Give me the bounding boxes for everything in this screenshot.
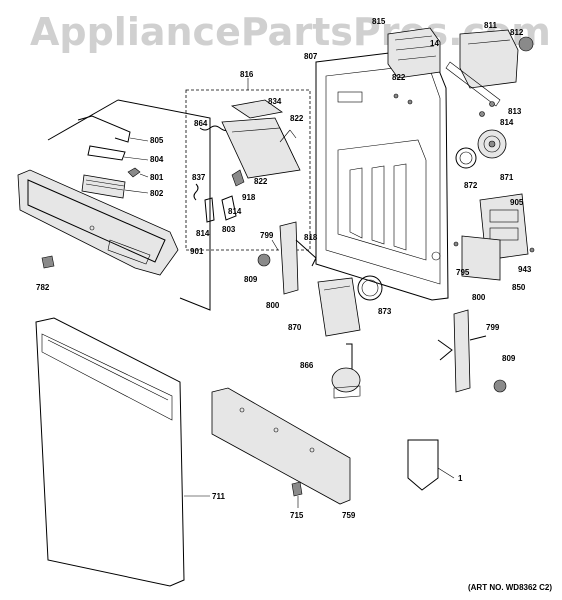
part-943-screw bbox=[529, 247, 535, 253]
outer-door-group bbox=[35, 317, 210, 587]
hinge-right-group bbox=[437, 309, 507, 393]
part-711-outer-door bbox=[35, 317, 185, 587]
callout-803: 803 bbox=[222, 225, 236, 234]
part-800-hinge-left bbox=[279, 221, 299, 295]
callout-805: 805 bbox=[150, 136, 164, 145]
callout-815: 815 bbox=[372, 17, 386, 26]
callout-905: 905 bbox=[510, 198, 524, 207]
part-812-knob bbox=[518, 36, 534, 52]
callout-814-b: 814 bbox=[196, 229, 210, 238]
part-795-screw bbox=[453, 241, 459, 247]
control-panel-group bbox=[17, 99, 211, 311]
part-809-bolt-left bbox=[257, 253, 271, 267]
part-814-actuator bbox=[204, 197, 215, 223]
callout-1: 1 bbox=[458, 474, 463, 483]
callout-800-b: 800 bbox=[472, 293, 486, 302]
part-814-screw bbox=[479, 111, 485, 117]
art-number: (ART NO. WD8362 C2) bbox=[467, 583, 552, 592]
callout-871: 871 bbox=[500, 173, 514, 182]
callout-818: 818 bbox=[304, 233, 318, 242]
part-837-spring bbox=[193, 183, 199, 201]
part-805-bracket bbox=[77, 115, 131, 143]
callout-850: 850 bbox=[512, 283, 526, 292]
callout-918: 918 bbox=[242, 193, 256, 202]
callout-14: 14 bbox=[430, 39, 439, 48]
part-803-lever bbox=[221, 195, 237, 221]
callout-759: 759 bbox=[342, 511, 356, 520]
callout-901: 901 bbox=[190, 247, 204, 256]
part-834-cover bbox=[230, 99, 284, 119]
part-918-switch bbox=[231, 169, 245, 187]
panel-bracket-outline bbox=[117, 99, 211, 311]
callout-816: 816 bbox=[240, 70, 254, 79]
part-807-inner-door bbox=[315, 47, 449, 301]
part-866-stem bbox=[346, 343, 353, 372]
callout-809-a: 809 bbox=[244, 275, 258, 284]
callout-801: 801 bbox=[150, 173, 164, 182]
callout-872: 872 bbox=[464, 181, 478, 190]
toe-panel-group bbox=[211, 387, 351, 508]
part-801-screw bbox=[127, 167, 141, 178]
part-799-link-right bbox=[469, 335, 487, 341]
callout-822-c: 822 bbox=[392, 73, 406, 82]
callout-711: 711 bbox=[212, 492, 225, 501]
panel-bracket-edge bbox=[47, 99, 119, 141]
callout-811: 811 bbox=[484, 21, 497, 30]
part-800-hinge-right bbox=[453, 309, 471, 393]
callout-822-a: 822 bbox=[290, 114, 304, 123]
inner-door-group bbox=[315, 47, 449, 301]
callout-715: 715 bbox=[290, 511, 304, 520]
callout-800-a: 800 bbox=[266, 301, 280, 310]
part-870-dispenser bbox=[317, 277, 361, 337]
detergent-group bbox=[317, 275, 383, 337]
part-872-ring bbox=[455, 147, 477, 169]
callout-799-b: 799 bbox=[486, 323, 500, 332]
callout-837: 837 bbox=[192, 173, 206, 182]
callout-870: 870 bbox=[288, 323, 302, 332]
callout-864: 864 bbox=[194, 119, 208, 128]
callout-866: 866 bbox=[300, 361, 314, 370]
part-866-actuator bbox=[331, 367, 361, 393]
callout-814-a: 814 bbox=[228, 207, 242, 216]
part-782-clip bbox=[41, 255, 55, 269]
part-818-link bbox=[295, 239, 317, 267]
callout-807: 807 bbox=[304, 52, 318, 61]
callout-809-b: 809 bbox=[502, 354, 516, 363]
part-813-gasket bbox=[445, 61, 501, 107]
actuator-group bbox=[331, 343, 361, 399]
callout-813: 813 bbox=[508, 107, 522, 116]
part-latch-body bbox=[221, 117, 301, 179]
callout-873: 873 bbox=[378, 307, 392, 316]
callout-812: 812 bbox=[510, 28, 524, 37]
callout-822-b: 822 bbox=[254, 177, 268, 186]
part-804-switch bbox=[87, 145, 126, 161]
callout-834: 834 bbox=[268, 97, 282, 106]
callout-799-a: 799 bbox=[260, 231, 274, 240]
callout-labels: 805 804 801 802 901 782 816 834 864 822 … bbox=[36, 17, 532, 520]
bracket-905-group bbox=[453, 193, 535, 281]
part-799-spring-right bbox=[437, 339, 453, 361]
callout-804: 804 bbox=[150, 155, 164, 164]
literature-group bbox=[407, 439, 455, 491]
part-759-toe-panel bbox=[211, 387, 351, 505]
callout-782: 782 bbox=[36, 283, 50, 292]
part-873-seal bbox=[357, 275, 383, 301]
part-715-screw bbox=[291, 481, 303, 497]
callout-943: 943 bbox=[518, 265, 532, 274]
hinge-left-group bbox=[257, 221, 317, 295]
part-850-plate bbox=[461, 235, 501, 281]
part-811-housing bbox=[459, 29, 519, 89]
callout-814-c: 814 bbox=[500, 118, 514, 127]
part-901-console bbox=[17, 169, 179, 276]
vent-group bbox=[455, 129, 507, 169]
part-809-bolt-right bbox=[493, 379, 507, 393]
callout-795: 795 bbox=[456, 268, 470, 277]
latch-assembly-group bbox=[185, 78, 311, 251]
dispenser-group bbox=[387, 27, 534, 117]
part-1-literature bbox=[407, 439, 439, 491]
callout-802: 802 bbox=[150, 189, 164, 198]
part-802-keypad bbox=[81, 174, 126, 199]
part-815-dispenser bbox=[387, 27, 441, 79]
